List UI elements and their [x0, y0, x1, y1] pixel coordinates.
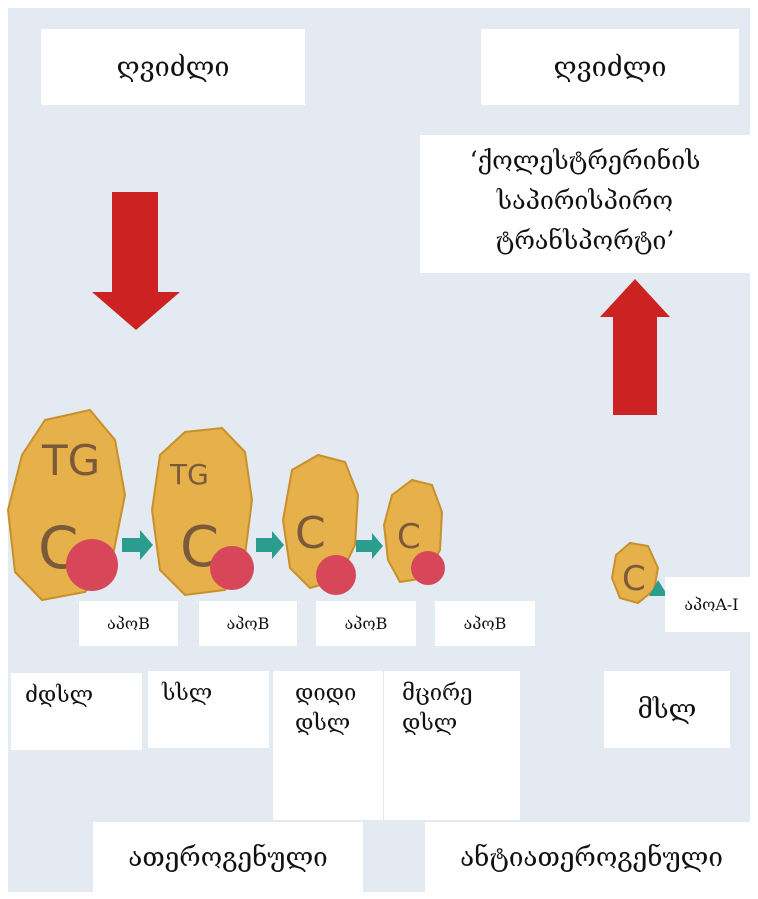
small-ldl-label: მცირე დსლ [384, 671, 520, 820]
liver-label-left: ღვიძლი [41, 29, 305, 105]
particle-hdl-c: C [622, 559, 646, 599]
hdl-label: მსლ [604, 671, 730, 748]
particle-small-ldl: C [382, 478, 445, 585]
particle-idl: TG C [150, 426, 254, 597]
reverse-transport-line-3: ტრანსპორტი’ [495, 226, 675, 255]
down-arrow-icon [92, 192, 180, 330]
up-arrow-icon [600, 279, 670, 415]
small-ldl-label-line-1: მცირე [402, 681, 473, 706]
large-ldl-label: დიდი დსლ [273, 671, 383, 820]
particle-hdl-apo-triangle [649, 580, 668, 596]
particle-idl-tg: TG [169, 458, 209, 491]
atherogenic-label: ათეროგენული [93, 822, 363, 894]
particle-small-ldl-c: C [397, 517, 421, 557]
particle-vldl-apo-dot [66, 539, 118, 591]
reverse-transport-line-2: საპირისპირო [496, 186, 674, 215]
particle-hdl: C [610, 541, 668, 605]
particle-vldl: TG C [6, 408, 127, 602]
reverse-transport-line-1: ‘ქოლესტრერინის [469, 146, 701, 175]
apob-label-1: აპოB [79, 601, 178, 646]
particle-idl-apo-dot [210, 546, 254, 590]
apob-label-2: აპოB [199, 601, 297, 646]
large-ldl-label-line-2: დსლ [295, 711, 351, 736]
particle-large-ldl-apo-dot [316, 555, 356, 595]
large-ldl-label-line-1: დიდი [295, 681, 357, 706]
vldl-label: ძდსლ [11, 673, 142, 750]
apoa1-label: აპოA-I [665, 577, 758, 632]
reverse-transport-label: ‘ქოლესტრერინის საპირისპირო ტრანსპორტი’ [420, 135, 750, 273]
teal-arrow-icon-3 [356, 533, 383, 559]
small-ldl-label-line-2: დსლ [402, 711, 458, 736]
antiatherogenic-label: ანტიათეროგენული [425, 822, 758, 894]
particle-small-ldl-apo-dot [411, 551, 445, 585]
liver-label-right: ღვიძლი [481, 29, 739, 105]
teal-arrow-icon-2 [256, 531, 284, 559]
idl-label: სსლ [148, 671, 269, 748]
teal-arrow-icon-1 [122, 530, 153, 560]
particle-large-ldl: C [281, 453, 360, 595]
apob-label-3: აპოB [316, 601, 416, 646]
particle-vldl-tg: TG [41, 436, 100, 485]
apob-label-4: აპოB [435, 601, 535, 646]
particle-large-ldl-c: C [295, 508, 326, 559]
